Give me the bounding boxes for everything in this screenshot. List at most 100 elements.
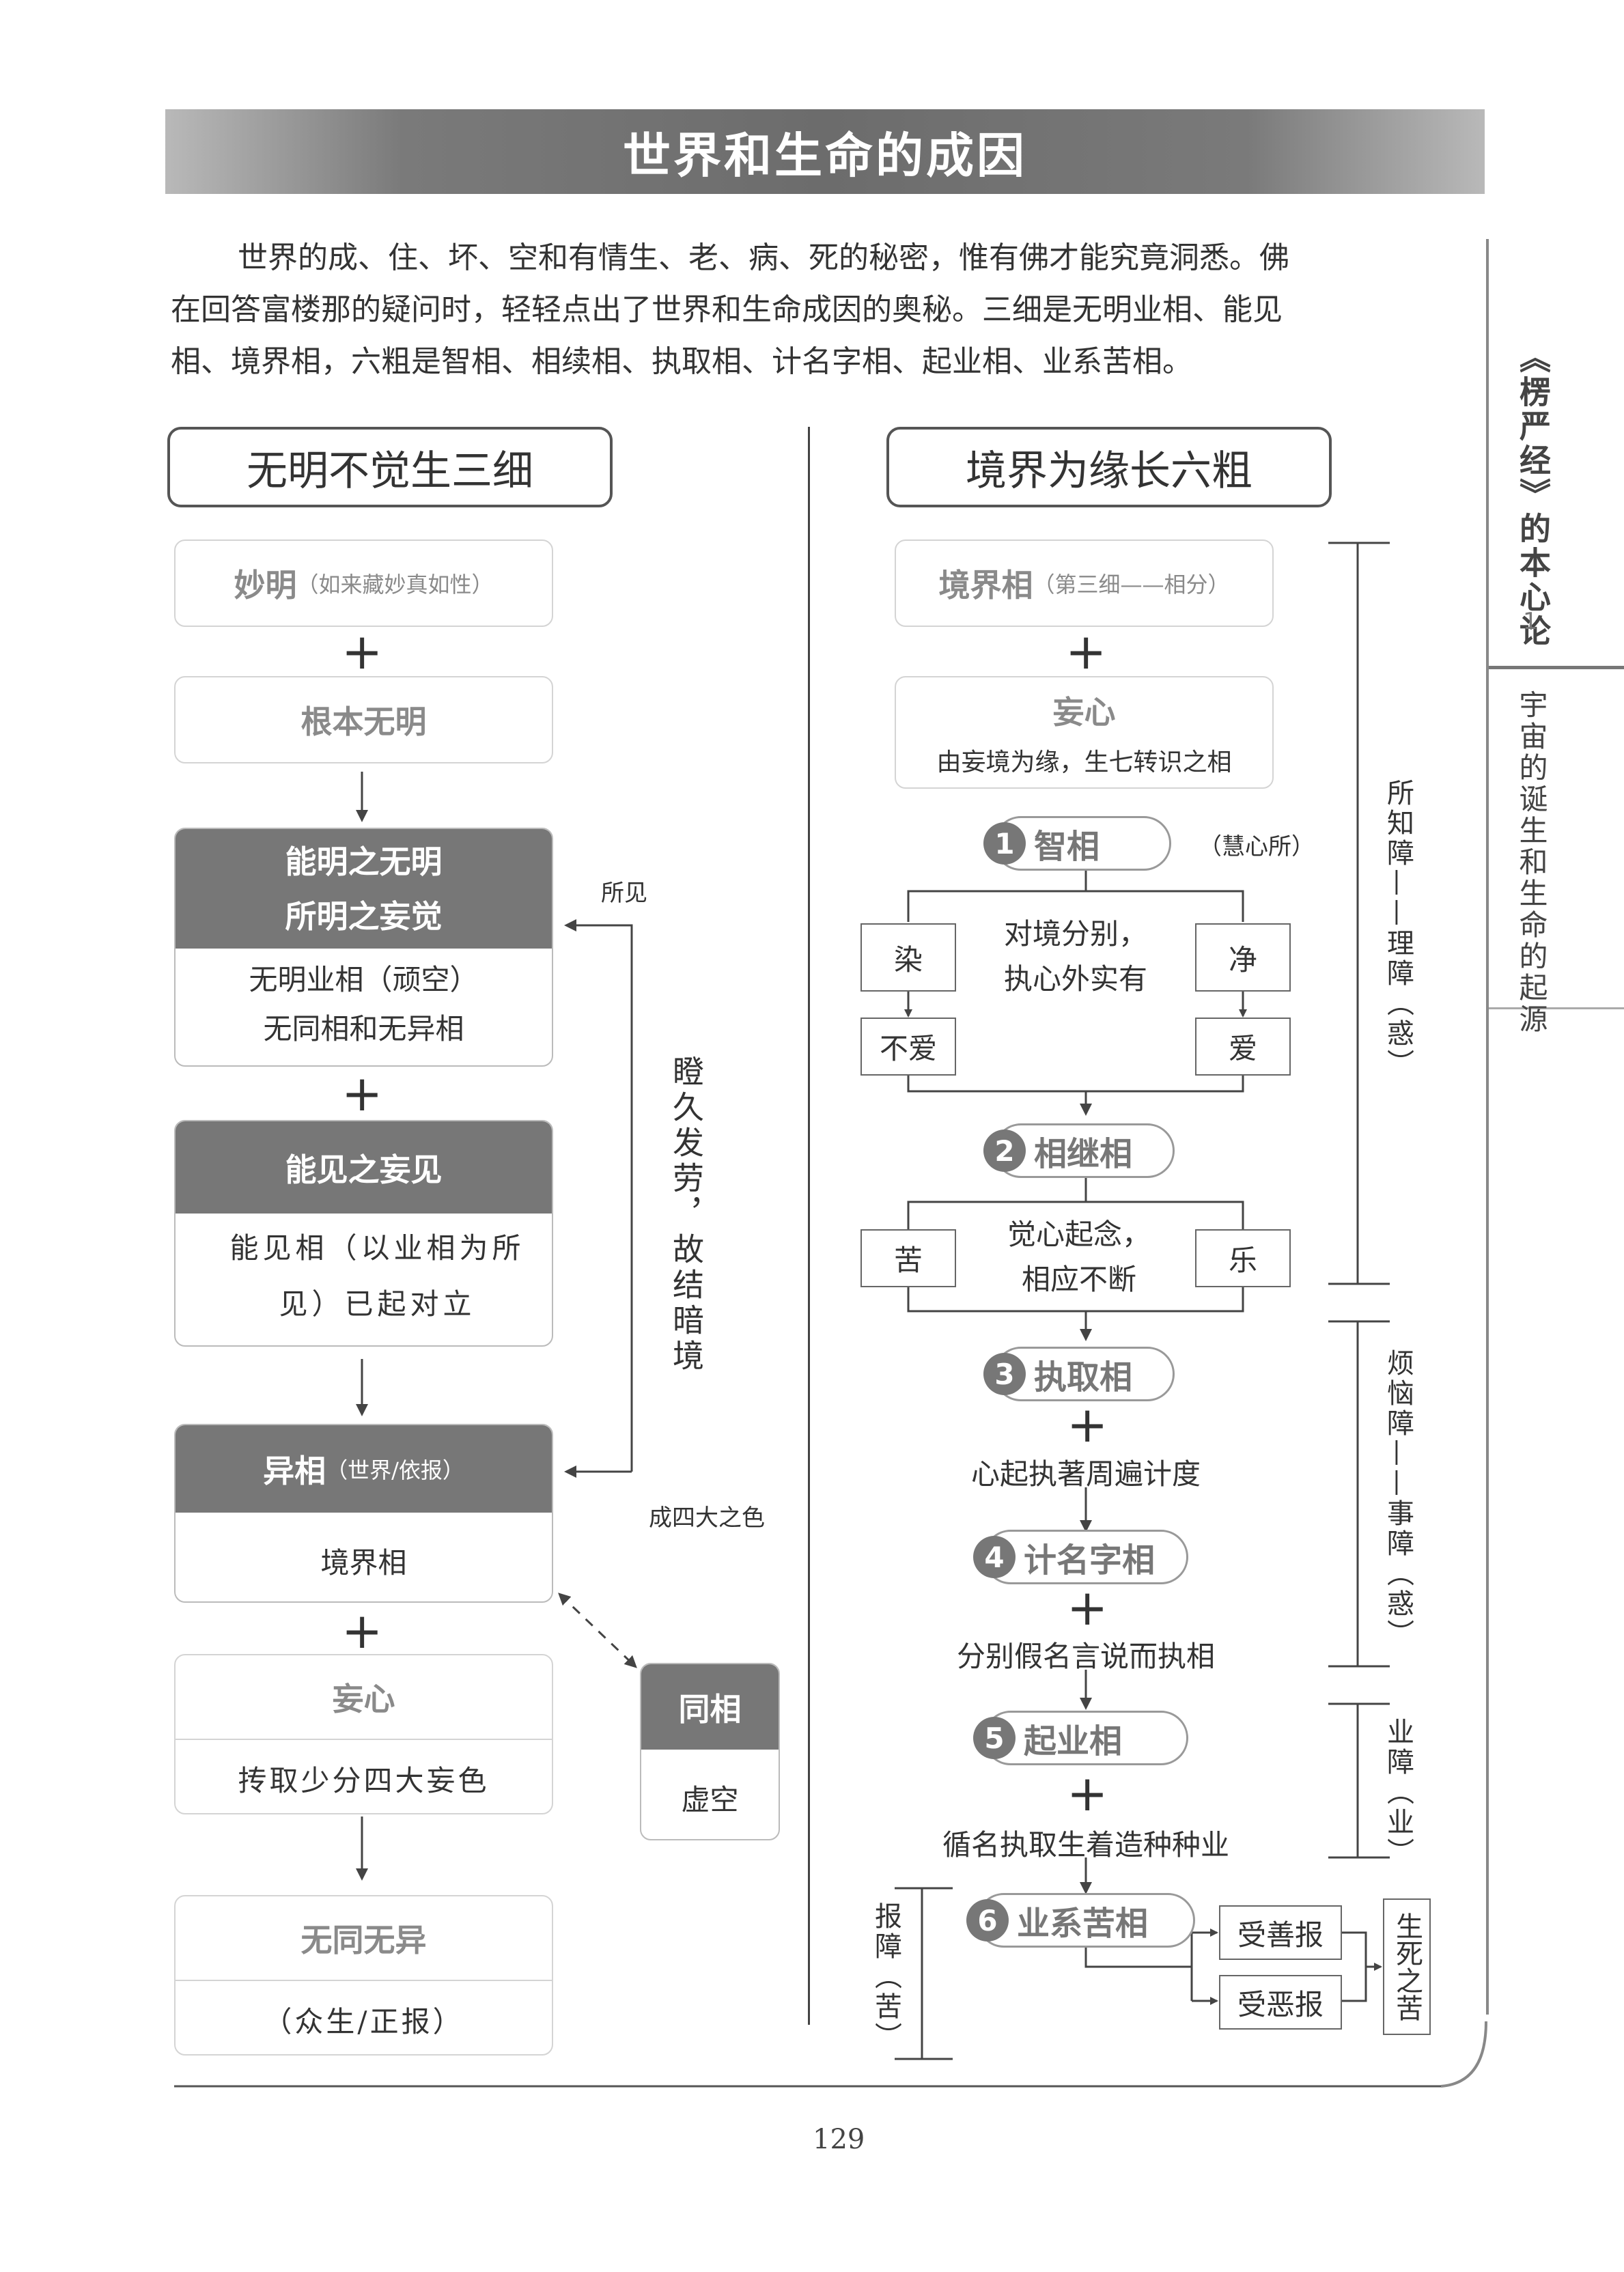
yeming-line-1: 无明业相（顽空）: [249, 963, 479, 996]
tongxiang-label: 同相: [641, 1664, 779, 1750]
box-nengjian-group: 能见之妄见 能见相（以业相为所 见）已起对立: [174, 1120, 553, 1347]
sidebar-book-num: 1: [1523, 608, 1538, 635]
jingjie-right-label: 境界相: [938, 567, 1033, 604]
yixiang-label: 异相: [263, 1453, 326, 1489]
sidebar-divider-2: [1489, 1007, 1624, 1009]
label-suojian: 所见: [601, 880, 647, 907]
miaoming-label: 妙明: [234, 567, 297, 604]
box-ku: 苦: [860, 1229, 956, 1287]
sidebar-border: [1486, 239, 1489, 2015]
nengjian-line-1: 能见相（以业相为所: [229, 1231, 525, 1265]
nengjian-body: 能见相（以业相为所 见）已起对立: [176, 1220, 552, 1332]
step-6-label: 业系苦相: [1017, 1905, 1149, 1943]
xunming-text: 循名执取生着造种种业: [942, 1828, 1229, 1862]
sidebar-chapter: 宇宙的诞生和生命的起源: [1515, 690, 1548, 1035]
plus-sign: +: [1067, 1765, 1108, 1822]
box-shoushan: 受善报: [1219, 1905, 1342, 1960]
step-1-label: 智相: [1034, 828, 1100, 866]
label-chengsida: 成四大之色: [649, 1504, 765, 1532]
step-2-label: 相继相: [1034, 1135, 1133, 1173]
dashed-arrow-tongxiang: [558, 1593, 637, 1668]
box-wangxin-left: 妄心 抟取少分四大妄色: [174, 1654, 553, 1814]
box-ai: 爱: [1195, 1018, 1291, 1076]
step-5-label: 起业相: [1024, 1722, 1123, 1761]
box-ran: 染: [860, 923, 956, 992]
box-wutong: 无同无异 （众生/正报）: [174, 1895, 553, 2056]
page-title: 世界和生命的成因: [623, 127, 1027, 184]
intro-line-1: 世界的成、住、坏、空和有情生、老、病、死的秘密，惟有佛才能究竟洞悉。佛: [238, 240, 1289, 275]
step-5-num: 5: [973, 1717, 1016, 1759]
nengming-line-2: 所明之妄觉: [285, 897, 443, 935]
step-6-pill: 6 业系苦相: [966, 1893, 1195, 1948]
yixiang-note: （世界/依报）: [326, 1457, 464, 1483]
step-3-pill: 3 执取相: [983, 1347, 1175, 1401]
intro-line-2: 在回答富楼那的疑问时，轻轻点出了世界和生命成因的奥秘。三细是无明业相、能见: [171, 292, 1283, 327]
nengming-line-1: 能明之无明: [285, 843, 443, 880]
box-nengming-group: 能明之无明 所明之妄觉 无明业相（顽空） 无同相和无异相: [174, 828, 553, 1067]
step-3-num: 3: [983, 1353, 1026, 1395]
wutong-label: 无同无异: [176, 1896, 552, 1981]
sidebar-book-title: 《楞严经》的本心论: [1515, 341, 1552, 649]
step-4-pill: 4 计名字相: [973, 1530, 1188, 1584]
step-4-num: 4: [973, 1536, 1016, 1578]
box-tongxiang: 同相 虚空: [640, 1663, 780, 1840]
yeming-line-2: 无同相和无异相: [263, 1012, 464, 1046]
duijing-line-2: 执心外实有: [1003, 962, 1147, 996]
box-buai: 不爱: [860, 1018, 956, 1076]
xukong-text: 虚空: [681, 1783, 739, 1817]
jingjie-right-note: （第三细——相分）: [1033, 572, 1230, 598]
nengming-body: 无明业相（顽空） 无同相和无异相: [176, 955, 552, 1054]
step-1-pill: 1 智相: [983, 816, 1171, 871]
nengjian-header: 能见之妄见: [176, 1121, 552, 1214]
step-4-label: 计名字相: [1024, 1541, 1156, 1580]
step-2-pill: 2 相继相: [983, 1123, 1175, 1178]
wangxin-right-sub: 由妄境为缘，生七转识之相: [936, 748, 1232, 776]
box-le: 乐: [1195, 1229, 1291, 1287]
label-baozhang: 报障（苦）: [870, 1902, 901, 2052]
step-3-label: 执取相: [1034, 1358, 1133, 1397]
label-dengjiu: 瞪久发劳，故结暗境: [668, 1055, 705, 1375]
duijing-line-1: 对境分别，: [1003, 917, 1147, 951]
plus-sign: +: [1065, 623, 1107, 680]
wangxin-right-label: 妄心: [1052, 693, 1116, 731]
juexin-text: 觉心起念， 相应不断: [973, 1212, 1185, 1302]
step-1-num: 1: [983, 822, 1026, 865]
right-heading: 境界为缘长六粗: [886, 427, 1332, 507]
arrow-suojian-back: [564, 919, 633, 1472]
box-genben: 根本无明: [174, 676, 553, 763]
left-heading: 无明不觉生三细: [167, 427, 613, 507]
plus-sign: +: [341, 623, 383, 680]
wangxin-left-label: 妄心: [176, 1655, 552, 1740]
box-jingjie-right: 境界相（第三细——相分）: [895, 539, 1274, 627]
step-6-num: 6: [966, 1899, 1009, 1941]
label-suozhi: 所知障——理障（惑）: [1382, 779, 1414, 1079]
tuqu-text: 抟取少分四大妄色: [238, 1764, 490, 1797]
juexin-line-1: 觉心起念，: [1007, 1218, 1151, 1251]
miaoming-note: （如来藏妙真如性）: [296, 572, 494, 598]
duijing-text: 对境分别， 执心外实有: [970, 912, 1181, 1002]
title-banner: 世界和生命的成因: [165, 109, 1485, 194]
box-shoue: 受恶报: [1219, 1975, 1342, 2030]
yixiang-jingjie: 境界相: [320, 1546, 407, 1580]
branch-xiangji: [907, 1201, 1244, 1229]
juexin-line-2: 相应不断: [1021, 1263, 1136, 1296]
nengming-header: 能明之无明 所明之妄觉: [176, 829, 552, 949]
zhongsheng-text: （众生/正报）: [263, 2005, 464, 2038]
plus-sign: +: [1067, 1396, 1108, 1453]
box-jing: 净: [1195, 923, 1291, 992]
page-number: 129: [813, 2124, 865, 2155]
step-2-num: 2: [983, 1130, 1026, 1172]
sidebar-divider: [1489, 666, 1624, 669]
fenbie-text: 分别假名言说而执相: [956, 1640, 1215, 1673]
plus-sign: +: [1067, 1579, 1108, 1636]
plus-sign: +: [341, 1602, 383, 1659]
box-shengsi: 生死之苦: [1383, 1898, 1431, 2035]
label-yezhang: 业障（业）: [1382, 1717, 1414, 1868]
label-fannao: 烦恼障——事障（惑）: [1382, 1349, 1414, 1649]
intro-line-3: 相、境界相，六粗是智相、相续相、执取相、计名字相、起业相、业系苦相。: [171, 344, 1192, 379]
plus-sign: +: [341, 1065, 383, 1122]
box-miaoming: 妙明（如来藏妙真如性）: [174, 539, 553, 627]
xinqi-text: 心起执著周遍计度: [970, 1457, 1201, 1491]
column-divider: [808, 427, 810, 2025]
